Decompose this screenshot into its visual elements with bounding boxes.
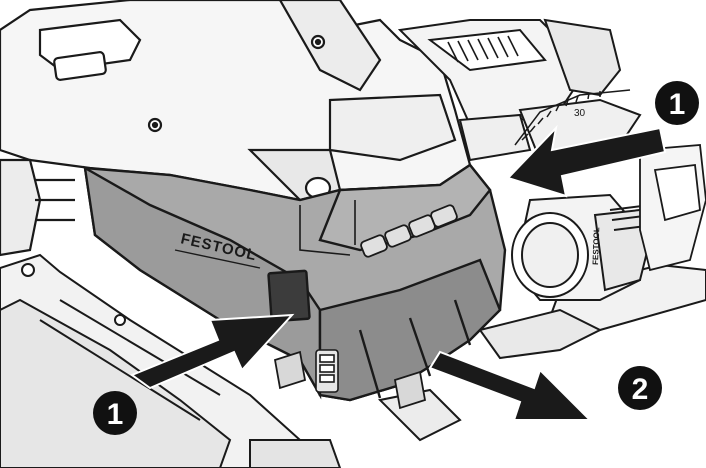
callout-number: 1 bbox=[107, 398, 124, 431]
release-tabs bbox=[273, 350, 427, 410]
side-brand-logo: FESTOOL bbox=[591, 227, 601, 265]
arrow-push-right bbox=[506, 124, 667, 198]
callout-step-1-top-right: 1 bbox=[655, 81, 699, 125]
scale-number: 30 bbox=[574, 108, 586, 119]
arrow-pull-out bbox=[428, 350, 593, 421]
fuel-gauge bbox=[315, 349, 339, 393]
callout-step-1-bottom-left: 1 bbox=[93, 391, 137, 435]
bevel-scale: 30 bbox=[514, 89, 631, 146]
grip-ridges bbox=[447, 35, 519, 63]
callout-number: 2 bbox=[632, 373, 649, 406]
callout-step-2-bottom-right: 2 bbox=[618, 366, 662, 410]
arrow-push-left bbox=[129, 313, 295, 390]
dust-port: FESTOOL bbox=[511, 193, 655, 301]
charge-indicator-buttons bbox=[360, 204, 458, 258]
callout-number: 1 bbox=[669, 88, 686, 121]
rear-guard bbox=[639, 144, 706, 272]
